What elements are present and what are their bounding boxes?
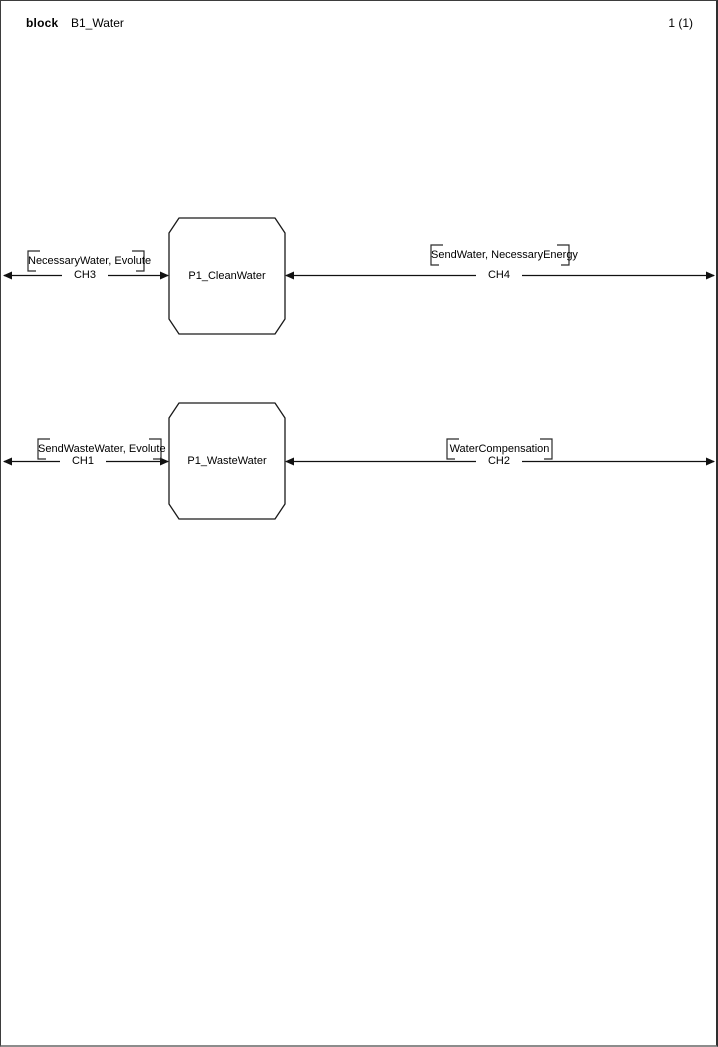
block-label-p1-cleanwater[interactable]: P1_CleanWater xyxy=(188,270,266,282)
arrowhead-left-icon xyxy=(3,457,12,466)
arrowhead-left-icon xyxy=(285,271,294,280)
diagram-title: B1_Water xyxy=(71,16,124,30)
signal-list-left-bracket-icon xyxy=(430,244,443,266)
page-number: 1 (1) xyxy=(668,16,693,30)
signal-list-left-bracket-icon xyxy=(37,438,50,460)
arrowhead-right-icon xyxy=(706,457,715,466)
arrowhead-right-icon xyxy=(706,271,715,280)
channel-ch4-signal-list[interactable]: SendWater, NecessaryEnergy xyxy=(431,249,578,261)
signal-list-left-bracket-icon xyxy=(27,250,40,272)
arrowhead-right-icon xyxy=(160,457,169,466)
channel-ch2-name[interactable]: CH2 xyxy=(476,455,522,468)
channel-ch3-signal-list[interactable]: NecessaryWater, Evolute xyxy=(28,255,152,267)
channel-ch3-name[interactable]: CH3 xyxy=(62,269,108,282)
signal-list-right-bracket-icon xyxy=(132,250,145,272)
diagram-kind-label: block xyxy=(26,16,59,30)
arrowhead-left-icon xyxy=(3,271,12,280)
signal-list-right-bracket-icon xyxy=(557,244,570,266)
channel-ch1-name[interactable]: CH1 xyxy=(60,455,106,468)
block-symbol-p1-wastewater[interactable] xyxy=(168,402,286,520)
channel-ch4-name[interactable]: CH4 xyxy=(476,269,522,282)
arrowhead-right-icon xyxy=(160,271,169,280)
arrowhead-left-icon xyxy=(285,457,294,466)
signal-list-left-bracket-icon xyxy=(446,438,459,460)
block-symbol-p1-cleanwater[interactable] xyxy=(168,217,286,335)
block-label-p1-wastewater[interactable]: P1_WasteWater xyxy=(187,455,267,467)
channel-ch2-signal-list[interactable]: WaterCompensation xyxy=(449,443,550,455)
signal-list-right-bracket-icon xyxy=(540,438,553,460)
channel-ch1-signal-list[interactable]: SendWasteWater, Evolute xyxy=(38,443,166,455)
signal-list-right-bracket-icon xyxy=(149,438,162,460)
